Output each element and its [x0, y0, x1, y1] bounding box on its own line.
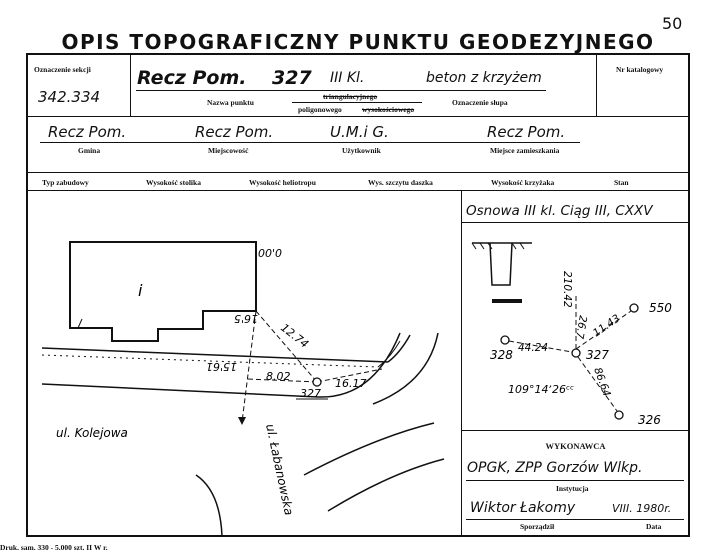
label-326: 326: [638, 413, 661, 427]
zamieszkania-value: Recz Pom.: [487, 123, 566, 141]
point-550: [629, 303, 639, 313]
diagram-dist: 26.7: [573, 314, 589, 339]
miejscowosc-label: Miejscowość: [208, 146, 249, 155]
dist-label: 00'0: [258, 247, 282, 260]
point-326: [614, 410, 624, 420]
dist-label: 15'61: [206, 360, 237, 373]
network-struck2: wysokościowego: [362, 105, 415, 114]
section-value: 342.334: [38, 88, 101, 106]
author-label: Sporządził: [520, 522, 555, 531]
footer-print-info: Druk. sam. 330 - 5.000 szt. II W r.: [0, 543, 108, 552]
dist-label: 8.02: [266, 370, 291, 383]
network-diagram: 550 328 327 326 210.42 26.7 44.24 11.43 …: [471, 242, 672, 427]
divider: [27, 172, 689, 173]
diagram-dist: 210.42: [561, 271, 573, 308]
point-class: III Kl.: [330, 70, 365, 86]
underline: [466, 519, 684, 520]
contractor-name: OPGK, ZPP Gorzów Wlkp.: [467, 460, 643, 476]
gmina-value: Recz Pom.: [48, 123, 127, 141]
angle-label: 109°14ʼ26ᶜᶜ: [508, 383, 574, 396]
building-letter: i: [138, 281, 143, 300]
uzytkownik-value: U.M.i G.: [330, 123, 389, 141]
inst-label: Instytucja: [556, 484, 589, 493]
label-327: 327: [586, 348, 609, 362]
diagram-dist: 11.43: [591, 312, 623, 339]
building-outline: [69, 241, 257, 342]
col-label: Wys. szczytu daszka: [368, 178, 433, 187]
divider: [462, 430, 689, 431]
underline: [466, 480, 684, 481]
basis-text: Osnowa III kl. Ciąg III, CXXV: [466, 203, 653, 219]
col-label: Wysokość heliotropu: [249, 178, 316, 187]
divider: [461, 190, 462, 537]
gmina-label: Gmina: [78, 146, 101, 155]
network-struck: triangulacyjnego: [323, 92, 378, 101]
contractor-label: WYKONAWCA: [545, 441, 606, 451]
author-name: Wiktor Łakomy: [470, 500, 576, 516]
zamieszkania-label: Miejsce zamieszkania: [490, 146, 560, 155]
form-frame: [26, 53, 690, 537]
dist-label: 16'5: [234, 312, 258, 325]
divider: [27, 190, 689, 191]
post-marking-label: Oznaczenie słupa: [452, 98, 508, 107]
divider: [596, 54, 597, 116]
divider: [27, 116, 689, 117]
col-label: Wysokość stolika: [146, 178, 201, 187]
point-marker: [312, 377, 322, 387]
col-label: Typ zabudowy: [42, 178, 89, 187]
point-328: [500, 335, 510, 345]
point-name-label: Nazwa punktu: [207, 98, 254, 107]
date-label: Data: [646, 522, 662, 531]
divider: [130, 54, 131, 116]
network-poly: poligonowego: [298, 105, 342, 114]
sketch-map: i 00'0 16'5 12.74 8.02 16.17 15'61 327 u…: [41, 241, 445, 536]
underline: [292, 102, 422, 103]
point-number-label: 327: [300, 387, 321, 400]
label-328: 328: [490, 348, 513, 362]
divider: [462, 222, 689, 223]
col-label: Wysokość krzyżaka: [491, 178, 555, 187]
post-marking: beton z krzyżem: [426, 70, 542, 86]
dist-label: 16.17: [335, 377, 367, 390]
section-label: Oznaczenie sekcji: [34, 65, 91, 74]
catalog-label: Nr katalogowy: [616, 65, 664, 74]
page-number: 50: [662, 14, 683, 33]
date-value: VIII. 1980r.: [612, 502, 672, 515]
street-label: ul. Łabanowska: [263, 423, 296, 517]
dist-label: 12.74: [278, 321, 311, 351]
uzytkownik-label: Użytkownik: [342, 146, 381, 155]
point-number: 327: [272, 67, 312, 89]
col-label: Stan: [614, 178, 629, 187]
diagram-dist: 86.64: [591, 366, 613, 398]
miejscowosc-value: Recz Pom.: [195, 123, 274, 141]
point-327: [571, 348, 581, 358]
underline: [136, 90, 546, 91]
label-550: 550: [649, 301, 672, 315]
diagram-dist: 44.24: [518, 342, 548, 354]
street-label: ul. Kolejowa: [56, 426, 128, 440]
point-name: Recz Pom.: [137, 67, 247, 89]
page-title: OPIS TOPOGRAFICZNY PUNKTU GEODEZYJNEGO: [61, 30, 655, 54]
underline: [40, 142, 580, 143]
